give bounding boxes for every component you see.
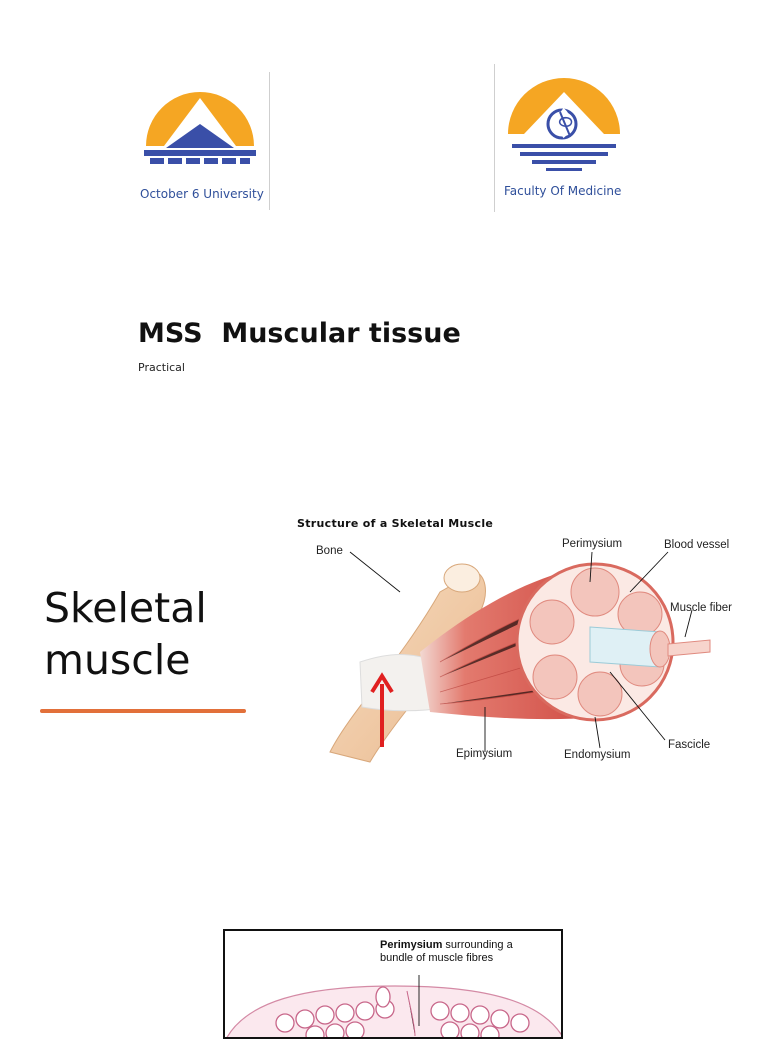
label-endomysium: Endomysium xyxy=(564,749,631,761)
section-underline xyxy=(40,709,246,713)
logo-divider xyxy=(269,72,270,210)
histology-label-line2: bundle of muscle fibres xyxy=(380,952,494,964)
histology-label-bold: Perimysium xyxy=(380,939,443,951)
label-blood-vessel: Blood vessel xyxy=(664,539,730,551)
label-bone: Bone xyxy=(316,545,343,557)
university-caption: October 6 University xyxy=(140,187,264,201)
label-epimysium: Epimysium xyxy=(456,748,513,760)
section-heading-line1: Skeletal xyxy=(44,584,207,632)
faculty-caption: Faculty Of Medicine xyxy=(504,184,622,198)
faculty-logo xyxy=(504,72,624,182)
fascicle-cylinder xyxy=(589,626,661,668)
histology-label: Perimysium surrounding a bundle of muscl… xyxy=(380,939,550,965)
page-title: MSS Muscular tissue xyxy=(138,318,461,349)
label-perimysium: Perimysium xyxy=(562,538,623,550)
label-fascicle: Fascicle xyxy=(668,739,711,751)
section-heading-line2: muscle xyxy=(44,636,191,684)
bone-end xyxy=(443,563,481,593)
skeletal-muscle-diagram xyxy=(329,551,711,763)
faculty-logo-left-border xyxy=(494,64,495,212)
faculty-emblem-icon xyxy=(508,78,620,171)
red-arrow-head xyxy=(370,672,394,694)
histology-label-rest: surrounding a xyxy=(442,939,513,951)
section-heading: Skeletal muscle xyxy=(44,582,274,686)
diagram-title: Structure of a Skeletal Muscle xyxy=(297,517,494,530)
university-logo xyxy=(138,76,262,166)
page-subtitle: Practical xyxy=(138,361,185,374)
university-emblem-icon xyxy=(144,92,256,164)
label-muscle-fiber: Muscle fiber xyxy=(670,602,732,614)
muscle-fiber-strand xyxy=(667,639,711,657)
